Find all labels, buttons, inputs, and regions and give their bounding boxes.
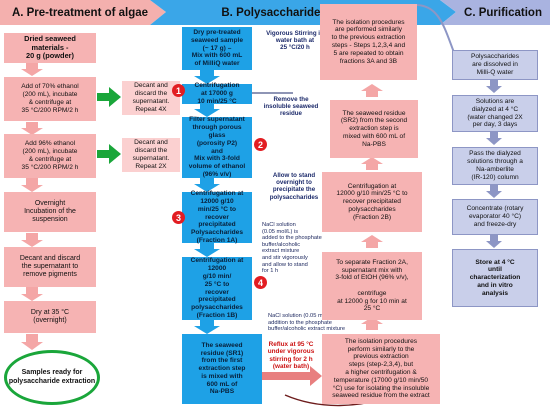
- remove-residue-note: Remove the insoluble seaweed residue: [263, 96, 319, 118]
- reflux-note: Reflux at 95 °C under vigorous stirring …: [267, 341, 315, 371]
- centrifuge-1-box: Centrifugation at 17000 g 10 min/25 °C: [182, 82, 252, 105]
- header-purification: C. Purification: [464, 6, 542, 19]
- isolation-bottom-box: The isolation procedures perform similar…: [322, 334, 440, 404]
- dry-sample-box: Dry pre-treated seaweed sample (~ 17 g) …: [182, 27, 252, 70]
- ethanol-70-box: Add of 70% ethanol (200 mL), incubate & …: [4, 77, 96, 121]
- samples-ready-oval: Samples ready for polysaccharide extract…: [4, 350, 100, 405]
- centrifuge-1b-box: Centrifugation at 12000 g/10 min/ 25 °C …: [182, 257, 252, 320]
- residue-sr2-box: The seaweed residue (SR2) from the secon…: [330, 100, 418, 158]
- store-box: Store at 4 °C until characterization and…: [452, 249, 538, 307]
- amberlite-box: Pass the dialyzed solutions through a Na…: [452, 147, 538, 185]
- header-pretreatment: A. Pre-treatment of algae: [11, 6, 149, 19]
- step-2-marker: 2: [254, 138, 267, 151]
- dry-box: Dry at 35 °C (overnight): [4, 301, 96, 333]
- isolation-top-box: The isolation procedures are performed s…: [320, 4, 417, 80]
- filter-box: Filter supernatant through porous glass …: [182, 116, 252, 178]
- ethanol-96-box: Add 96% ethanol (200 mL), incubate & cen…: [4, 134, 96, 178]
- decant-4x-box: Decant and discard the supernatant. Repe…: [122, 81, 180, 115]
- separate-2a-box: To separate Fraction 2A, supernatant mix…: [322, 252, 422, 320]
- step-4-marker: 4: [254, 276, 267, 289]
- decant-2x-box: Decant and discard the supernatant. Repe…: [122, 138, 180, 172]
- nacl-note-1: NaCl solution (0.05 mol/L) is added to t…: [262, 222, 322, 275]
- dissolve-box: Polysaccharides are dissolved in Milli-Q…: [452, 50, 538, 80]
- dried-seaweed-box: Dried seaweed materials - 20 g (powder): [4, 33, 96, 63]
- centrifuge-1a-box: Centrifugation at 12000 g/10 min/25 °C t…: [182, 190, 252, 244]
- step-1-marker: 1: [172, 84, 185, 97]
- overnight-incubation-box: Overnight Incubation of the suspension: [4, 192, 96, 232]
- step-3-marker: 3: [172, 211, 185, 224]
- dialyze-box: Solutions are dialyzed at 4 °C (water ch…: [452, 95, 538, 132]
- stand-overnight-note: Allow to stand overnight to precipitate …: [269, 172, 319, 201]
- centrifuge-2b-box: Centrifugation at 12000 g/10 min/25 °C t…: [322, 172, 422, 232]
- concentrate-box: Concentrate (rotary evaporator 40 °C) an…: [452, 199, 538, 235]
- header-c-band: [440, 0, 550, 25]
- decant-pigments-box: Decant and discard the supernatant to re…: [4, 247, 96, 287]
- residue-sr1-box: The seaweed residue (SR1) from the first…: [182, 334, 262, 404]
- header-a-band: [0, 0, 166, 25]
